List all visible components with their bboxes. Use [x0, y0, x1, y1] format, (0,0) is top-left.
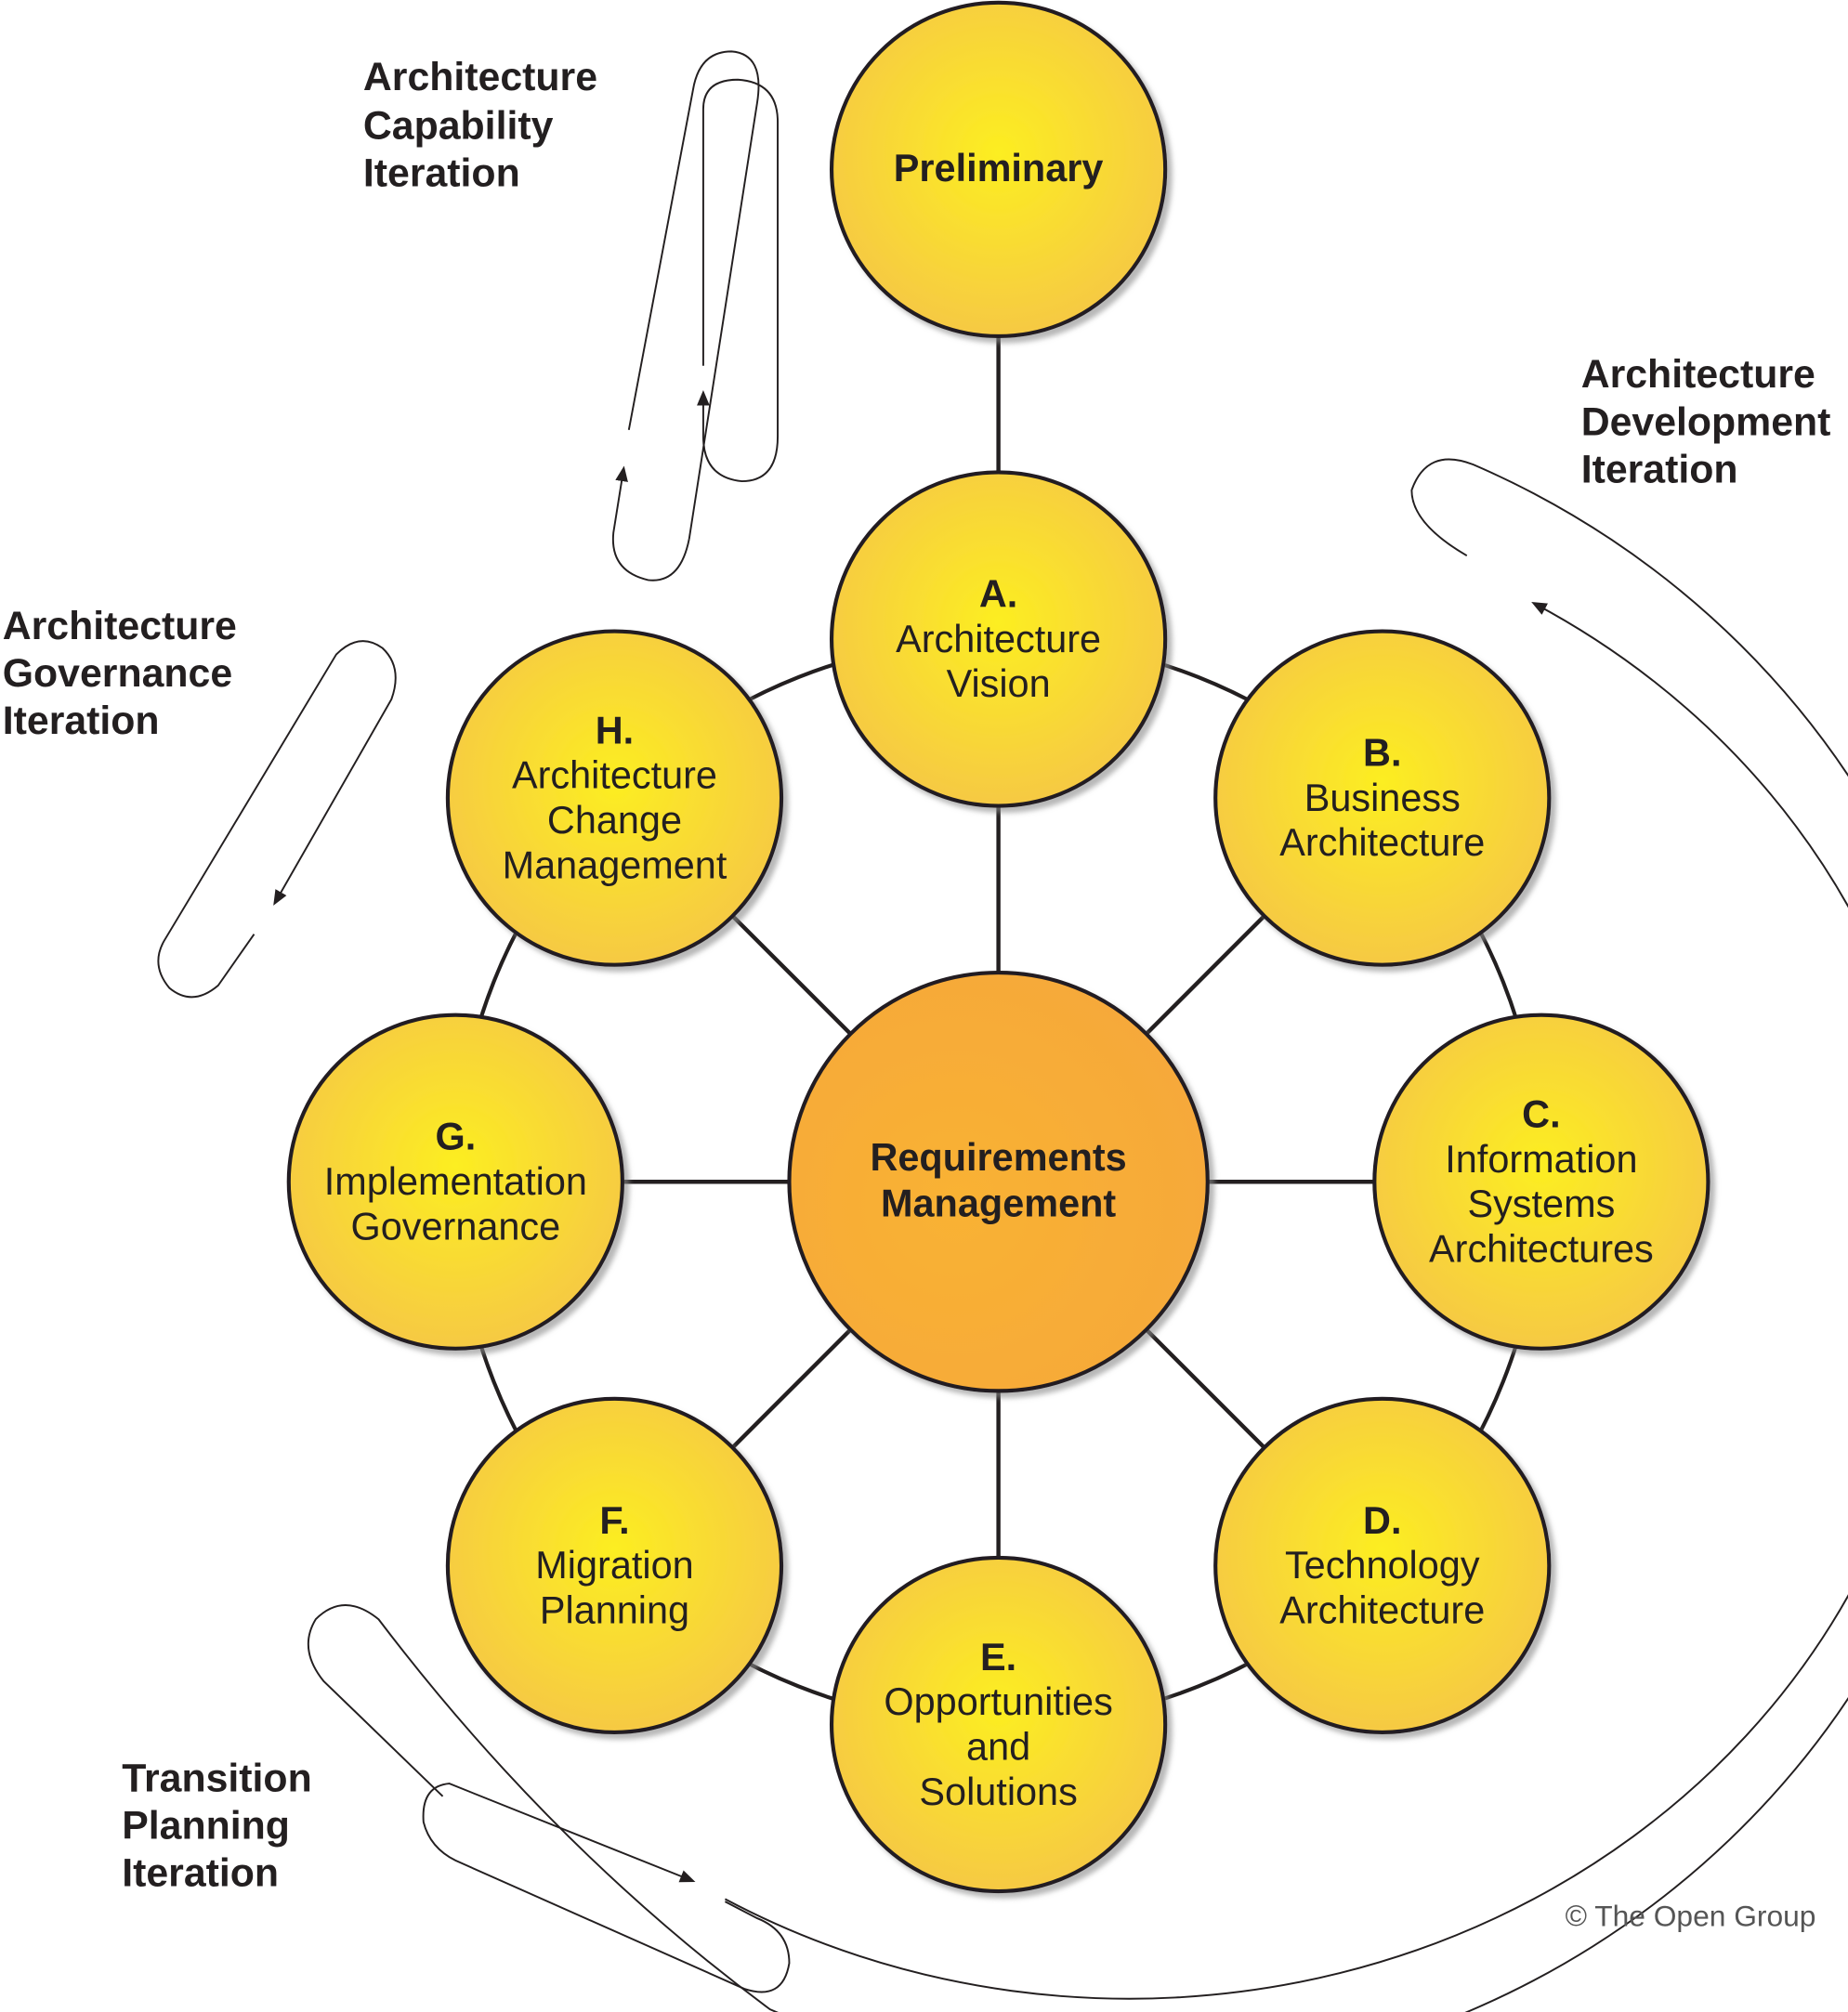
- capability-iteration-arrow-outer-tail: [611, 465, 690, 581]
- phase-letter: E.: [980, 1635, 1016, 1679]
- phase-label-line: Opportunities: [884, 1679, 1112, 1723]
- phase-label-line: Architectures: [1429, 1227, 1654, 1271]
- phase-letter: H.: [596, 708, 634, 751]
- phase-label-line: Systems: [1467, 1182, 1615, 1225]
- phase-circle: [1213, 629, 1552, 967]
- phase-label-line: Governance: [351, 1204, 561, 1248]
- phase-label-line: Technology: [1285, 1543, 1480, 1587]
- development-iteration-label: Architecture Development Iteration: [1581, 352, 1831, 491]
- svg-text:Architecture: Architecture: [3, 604, 237, 648]
- phase-label-line: and: [966, 1724, 1030, 1768]
- phase-label-line: Architecture: [1279, 1588, 1485, 1632]
- copyright: © The Open Group: [1566, 1899, 1816, 1932]
- preliminary-label: Preliminary: [894, 146, 1104, 189]
- svg-text:Development: Development: [1581, 399, 1831, 444]
- svg-text:Capability: Capability: [363, 103, 554, 148]
- phase-circle: [445, 629, 784, 967]
- phase-letter: G.: [435, 1115, 476, 1158]
- phase-label-line: Planning: [540, 1588, 689, 1632]
- phase-circle: [445, 1396, 784, 1735]
- phase-letter: D.: [1363, 1498, 1401, 1542]
- svg-text:Governance: Governance: [3, 651, 232, 696]
- phase-letter: A.: [979, 571, 1017, 615]
- svg-text:Architecture: Architecture: [363, 55, 597, 99]
- phase-label-line: Architecture: [512, 753, 717, 797]
- phase-letter: B.: [1363, 731, 1401, 775]
- phase-letter: F.: [599, 1498, 629, 1542]
- requirements-management[interactable]: Requirements Management: [787, 971, 1210, 1393]
- capability-iteration-arrow-inner: [697, 78, 780, 483]
- svg-text:Transition: Transition: [122, 1756, 312, 1800]
- phase-label-line: Architecture: [896, 617, 1101, 660]
- phase-label-line: Business: [1304, 776, 1461, 819]
- phase-label-line: Solutions: [919, 1770, 1077, 1813]
- phase-label-line: Management: [503, 843, 727, 886]
- development-iteration-arrow-inner: [724, 601, 1848, 2000]
- preliminary-phase[interactable]: Preliminary: [829, 0, 1168, 339]
- svg-text:Iteration: Iteration: [3, 699, 160, 743]
- governance-iteration-arrow: [157, 640, 397, 999]
- phase-circle: [286, 1013, 624, 1351]
- svg-text:Iteration: Iteration: [1581, 447, 1738, 491]
- phase-label-line: Vision: [947, 661, 1051, 705]
- phase-circle: [829, 1555, 1168, 1894]
- phase-circle: [1213, 1396, 1552, 1735]
- capability-iteration-arrow-outer: [627, 50, 760, 540]
- transition-iteration-arrow: [422, 1783, 791, 1993]
- svg-text:Architecture: Architecture: [1581, 352, 1815, 397]
- governance-iteration-label: Architecture Governance Iteration: [3, 604, 237, 743]
- phase-circle: [1372, 1013, 1710, 1351]
- transition-iteration-label: Transition Planning Iteration: [122, 1756, 312, 1895]
- phase-label-line: Information: [1445, 1137, 1637, 1181]
- capability-iteration-label: Architecture Capability Iteration: [363, 55, 597, 196]
- svg-text:Iteration: Iteration: [363, 150, 520, 195]
- phase-label-line: Implementation: [324, 1159, 587, 1203]
- svg-text:Iteration: Iteration: [122, 1851, 279, 1896]
- phase-label-line: Migration: [535, 1543, 693, 1587]
- center-line-1: Requirements: [870, 1135, 1126, 1179]
- center-line-2: Management: [881, 1182, 1116, 1225]
- phase-letter: C.: [1522, 1092, 1560, 1136]
- phase-label-line: Architecture: [1279, 820, 1485, 864]
- phase-label-line: Change: [547, 798, 682, 842]
- phase-circle: [829, 470, 1168, 808]
- svg-text:Planning: Planning: [122, 1803, 290, 1848]
- development-iteration-arrow-outer: [307, 458, 1848, 2012]
